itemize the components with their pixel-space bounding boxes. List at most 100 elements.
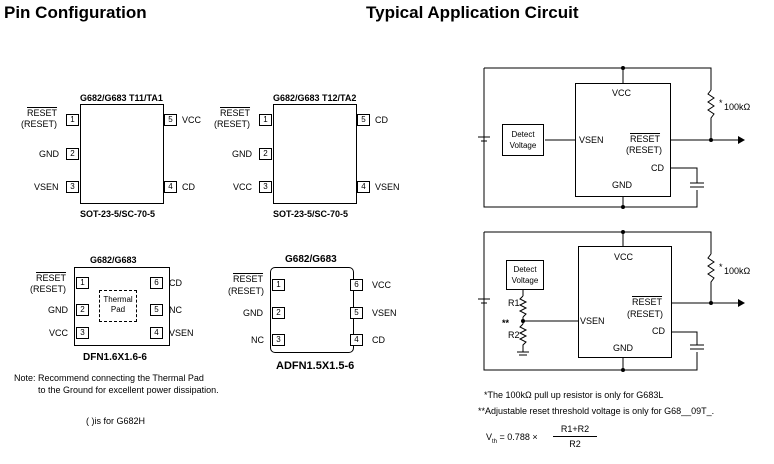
pkg2-pin1-sub: (RESET) — [214, 119, 250, 129]
eq-lhs: V — [486, 432, 493, 442]
c2-res: 100kΩ — [724, 266, 751, 276]
pkg4-pin1-sub: (RESET) — [228, 286, 264, 296]
c2-reset: RESET — [632, 297, 663, 307]
pkg1-pin1-label: RESET — [27, 108, 58, 118]
c2-dstar: ** — [502, 318, 510, 328]
c2-cd: CD — [652, 326, 665, 336]
pkg4-pin6-num: 6 — [350, 279, 363, 291]
pkg3-pin3-num: 3 — [76, 327, 89, 339]
pkg4-pin2-label: GND — [243, 308, 263, 318]
pkg2-pin3-label: VCC — [233, 182, 253, 192]
c2-vsen: VSEN — [580, 316, 605, 326]
pkg2-pin2-num: 2 — [259, 148, 272, 160]
c1-ic — [575, 83, 671, 197]
pkg3-pin4-label: VSEN — [169, 328, 194, 338]
pkg1-title: G682/G683 T11/TA1 — [80, 93, 163, 103]
c2-detect-box: Detect Voltage — [506, 260, 544, 290]
eq-mid: = 0.788 × — [499, 432, 538, 442]
footnote-1: *The 100kΩ pull up resistor is only for … — [484, 390, 663, 400]
pkg2-pin5-label: CD — [375, 115, 388, 125]
c2-ic — [578, 246, 672, 358]
c1-detect1: Detect — [511, 130, 535, 139]
pkg2-pin1-num: 1 — [259, 114, 272, 126]
pkg1-pin2-label: GND — [39, 149, 59, 159]
fn1-mark: * — [484, 390, 488, 400]
c2-gnd: GND — [613, 343, 633, 353]
pkg2-pin2-label: GND — [232, 149, 252, 159]
equation: Vth = 0.788 × — [486, 432, 538, 447]
pkg2-title: G682/G683 T12/TA2 — [273, 93, 357, 103]
eq-sub: th — [492, 438, 498, 445]
pkg3-pin2-num: 2 — [76, 304, 89, 316]
c2-vcc: VCC — [614, 252, 634, 262]
c2-reset-sub: (RESET) — [627, 309, 663, 319]
c2-r1: R1 — [508, 298, 520, 308]
pkg4-pin6-label: VCC — [372, 280, 392, 290]
c1-cd: CD — [651, 163, 664, 173]
fn2-text: Adjustable reset threshold voltage is on… — [485, 406, 715, 416]
pkg3-pin3-label: VCC — [49, 328, 69, 338]
pkg1-pin1-num: 1 — [66, 114, 79, 126]
pkg1-footer: SOT-23-5/SC-70-5 — [80, 209, 156, 219]
pkg2-pin3-num: 3 — [259, 181, 272, 193]
pkg3-pad-line1: Thermal — [103, 295, 133, 304]
pkg2-pin1-label: RESET — [220, 108, 251, 118]
c1-star: * — [719, 98, 723, 108]
eq-den: R2 — [569, 439, 581, 449]
pkg3-pin2-label: GND — [48, 305, 68, 315]
pkg3-pin1-num: 1 — [76, 277, 89, 289]
pkg1-body — [80, 104, 164, 204]
pkg1-pin5-label: VCC — [182, 115, 202, 125]
c1-reset: RESET — [630, 134, 661, 144]
pkg1-pin1-sub: (RESET) — [21, 119, 57, 129]
fn2-mark: ** — [478, 406, 486, 416]
pkg4-pin1-num: 1 — [272, 279, 285, 291]
pkg3-pin6-label: CD — [169, 278, 182, 288]
pkg3-footer: DFN1.6X1.6-6 — [83, 352, 147, 363]
pkg4-title: G682/G683 — [285, 254, 337, 265]
pkg3-pad-line2: Pad — [110, 305, 126, 314]
fn1-text: The 100kΩ pull up resistor is only for G… — [487, 390, 664, 400]
c1-vsen: VSEN — [579, 135, 604, 145]
pkg4-footer: ADFN1.5X1.5-6 — [276, 360, 355, 372]
c2-r2: R2 — [508, 330, 520, 340]
c2-detect2: Voltage — [511, 276, 539, 285]
pkg1-pin3-num: 3 — [66, 181, 79, 193]
pkg2-pin4-label: VSEN — [375, 182, 400, 192]
pin-config-heading: Pin Configuration — [4, 3, 147, 22]
pkg3-pin5-label: NC — [169, 305, 182, 315]
c1-detect-box: Detect Voltage — [502, 124, 544, 156]
pkg3-title: G682/G683 — [90, 255, 137, 265]
c2-star: * — [719, 262, 723, 272]
c1-res: 100kΩ — [724, 102, 751, 112]
pkg1-pin4-num: 4 — [164, 181, 177, 193]
footnote-2: **Adjustable reset threshold voltage is … — [478, 406, 714, 416]
pkg3-pin1-sub: (RESET) — [30, 284, 66, 294]
pkg2-footer: SOT-23-5/SC-70-5 — [273, 209, 349, 219]
pkg4-pin1-label: RESET — [233, 274, 264, 284]
eq-fraction-bar — [553, 436, 597, 437]
pkg2-pin5-num: 5 — [357, 114, 370, 126]
pkg4-pin3-num: 3 — [272, 334, 285, 346]
pkg3-thermal-pad: Thermal Pad — [99, 290, 137, 322]
note-line3: ( )is for G682H — [86, 416, 146, 426]
c1-vcc: VCC — [612, 88, 632, 98]
pkg1-pin4-label: CD — [182, 182, 195, 192]
pkg3-pin1-label: RESET — [36, 273, 67, 283]
pkg3-pin5-num: 5 — [150, 304, 163, 316]
pkg4-pin4-label: CD — [372, 335, 385, 345]
c1-gnd: GND — [612, 180, 632, 190]
pkg2-pin4-num: 4 — [357, 181, 370, 193]
eq-num: R1+R2 — [560, 424, 590, 434]
pkg2-body — [273, 104, 357, 204]
pkg4-pin4-num: 4 — [350, 334, 363, 346]
app-circuit-heading: Typical Application Circuit — [366, 3, 579, 22]
pkg3-pin4-num: 4 — [150, 327, 163, 339]
note-line1: Note: Recommend connecting the Thermal P… — [14, 373, 204, 383]
pkg3-pin6-num: 6 — [150, 277, 163, 289]
pkg1-pin2-num: 2 — [66, 148, 79, 160]
note-line2: to the Ground for excellent power dissip… — [38, 385, 219, 395]
c2-detect1: Detect — [513, 265, 537, 274]
